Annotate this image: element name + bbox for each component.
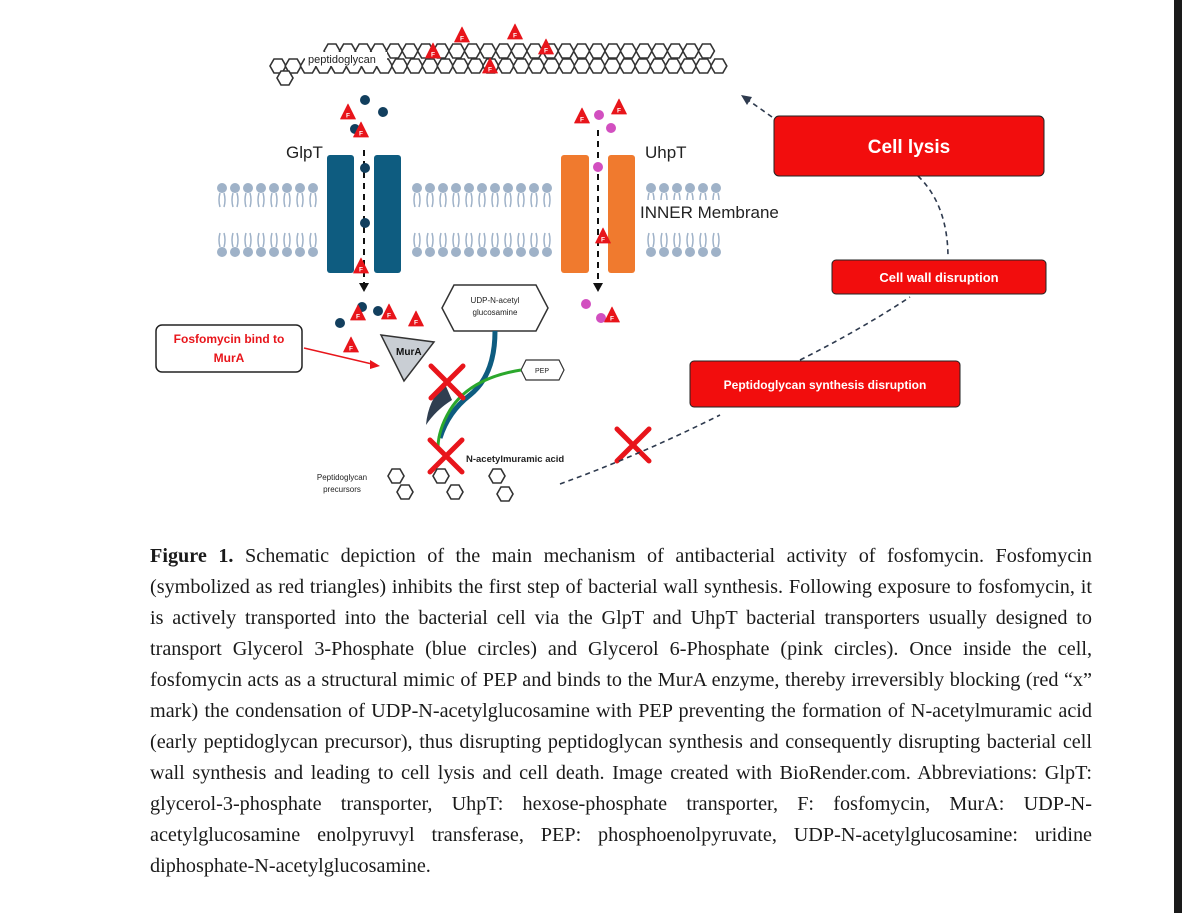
cell-wall-disruption-box: Cell wall disruption — [831, 259, 1047, 295]
pep-label: PEP — [535, 368, 549, 375]
glucose-6-phosphate-molecules — [581, 110, 616, 323]
pg-synthesis-disruption-label: Peptidoglycan synthesis disruption — [724, 378, 927, 392]
cell-wall-disruption-label: Cell wall disruption — [879, 270, 998, 285]
fosfomycin-bind-callout: Fosfomycin bind to MurA — [155, 324, 380, 373]
fosfo-bind-line1: Fosfomycin bind to — [174, 332, 285, 346]
mura-enzyme: MurA — [379, 334, 452, 425]
udp-glcnac-node: UDP-N-acetyl glucosamine — [441, 284, 549, 332]
udp-label-line2: glucosamine — [473, 308, 518, 317]
glpt-label: GlpT — [286, 143, 323, 162]
uhpt-transporter — [561, 130, 635, 292]
figure-caption: Figure 1. Schematic depiction of the mai… — [150, 541, 1092, 882]
fosfo-bind-line2: MurA — [214, 351, 245, 365]
precursors-label-line1: Peptidoglycan — [317, 473, 367, 482]
glpt-transporter — [327, 150, 401, 292]
cell-lysis-box: Cell lysis — [773, 115, 1045, 177]
udp-label-line1: UDP-N-acetyl — [471, 296, 520, 305]
glycerol-3-phosphate-molecules — [335, 95, 388, 328]
peptidoglycan-label: peptidoglycan — [308, 54, 376, 66]
pg-synthesis-disruption-box: Peptidoglycan synthesis disruption — [689, 360, 961, 408]
mura-label: MurA — [396, 347, 422, 358]
block-x-pathway — [617, 429, 649, 461]
cell-lysis-label: Cell lysis — [868, 137, 950, 158]
inner-membrane-label: INNER Membrane — [640, 203, 779, 222]
consequence-arrows — [559, 99, 949, 485]
figure-label: Figure 1. — [150, 545, 234, 568]
caption-text: Schematic depiction of the main mechanis… — [150, 545, 1092, 878]
pep-node: PEP — [520, 359, 565, 381]
synthesis-pathway — [436, 330, 522, 449]
uhpt-label: UhpT — [645, 143, 687, 162]
precursors-label-line2: precursors — [323, 485, 361, 494]
nam-label: N-acetylmuramic acid — [466, 454, 564, 465]
peptidoglycan-precursors — [387, 468, 514, 502]
page-edge — [1174, 0, 1182, 913]
block-x-nam — [430, 440, 462, 472]
